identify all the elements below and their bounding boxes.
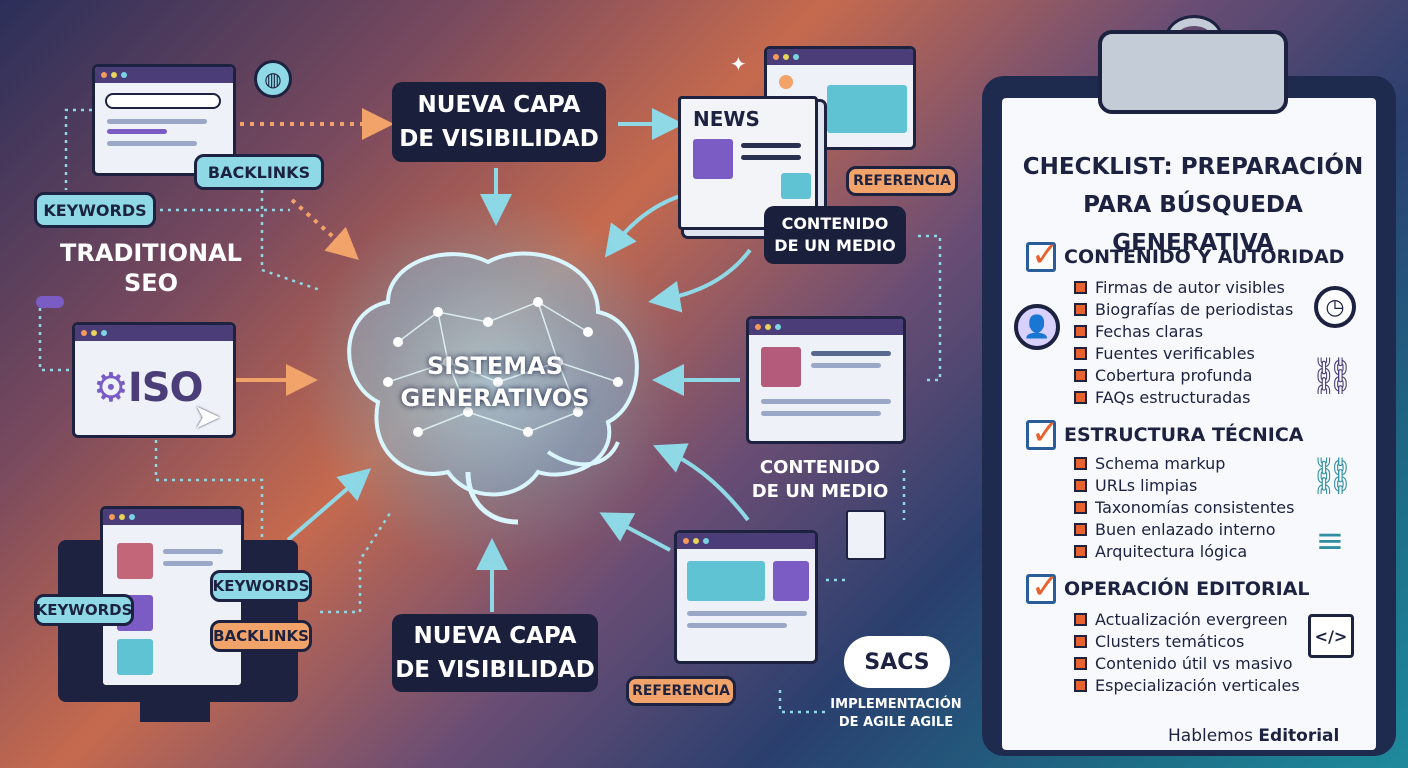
iso-text: ISO: [127, 365, 204, 411]
checklist-item[interactable]: URLs limpias: [1074, 476, 1197, 495]
section-heading-2: ESTRUCTURA TÉCNICA: [1026, 413, 1304, 453]
checklist-item-label: Buen enlazado interno: [1095, 520, 1276, 539]
nueva-capa-bottom: NUEVA CAPA DE VISIBILIDAD: [392, 614, 598, 692]
checklist-item-label: URLs limpias: [1095, 476, 1198, 495]
brand-footer: Hablemos Editorial: [1168, 726, 1339, 746]
checklist-item[interactable]: Firmas de autor visibles: [1074, 278, 1285, 297]
checklist-item-label: Especialización verticales: [1095, 676, 1300, 695]
checklist-item-label: Clusters temáticos: [1095, 632, 1245, 651]
checklist-item[interactable]: Buen enlazado interno: [1074, 520, 1276, 539]
news-heading: NEWS: [693, 107, 760, 131]
nueva-capa-bottom-text: NUEVA CAPA DE VISIBILIDAD: [395, 623, 595, 683]
brand-footer-light: Hablemos: [1168, 726, 1259, 746]
brand-footer-bold: Editorial: [1258, 726, 1340, 746]
layers-icon: ≡: [1315, 521, 1345, 561]
keywords-label-top: KEYWORDS: [34, 192, 156, 228]
referencia-label-bottom: REFERENCIA: [626, 676, 736, 706]
cursor-icon: ➤: [193, 397, 222, 437]
monitor-stand: [140, 700, 210, 722]
document-icon: [846, 510, 886, 560]
browser-window-bottom-right: [674, 530, 818, 664]
backlinks-label-bottom: BACKLINKS: [210, 620, 312, 652]
checklist-item-label: Fechas claras: [1095, 322, 1204, 341]
checklist-item[interactable]: Fuentes verificables: [1074, 344, 1255, 363]
sparkle-icon: ✦: [730, 52, 747, 76]
sacs-logo: SACS: [844, 636, 950, 688]
checklist-item[interactable]: Contenido útil vs masivo: [1074, 654, 1293, 673]
nueva-capa-top: NUEVA CAPA DE VISIBILIDAD: [392, 82, 606, 162]
search-bar: [105, 93, 221, 109]
browser-window-middle-right: [746, 316, 906, 444]
check-icon: [1026, 567, 1060, 607]
checklist-item-label: Actualización evergreen: [1095, 610, 1288, 629]
section-heading-3: OPERACIÓN EDITORIAL: [1026, 567, 1310, 607]
contenido-medio-box-text: CONTENIDO DE UN MEDIO: [774, 214, 896, 255]
nueva-capa-top-text: NUEVA CAPA DE VISIBILIDAD: [399, 92, 599, 152]
checklist-item-label: Firmas de autor visibles: [1095, 278, 1285, 297]
keywords-label-bottom-left: KEYWORDS: [34, 594, 134, 626]
checklist-item[interactable]: FAQs estructuradas: [1074, 388, 1250, 407]
check-icon: [1026, 235, 1060, 275]
brain-icon: [347, 251, 639, 525]
checklist-item-label: Cobertura profunda: [1095, 366, 1253, 385]
checklist-item[interactable]: Arquitectura lógica: [1074, 542, 1247, 561]
checklist-item-label: Contenido útil vs masivo: [1095, 654, 1293, 673]
browser-window-top-left: [92, 64, 236, 176]
traditional-seo-label: TRADITIONAL SEO: [60, 239, 242, 297]
checklist-item[interactable]: Taxonomías consistentes: [1074, 498, 1294, 517]
checklist-item-label: Taxonomías consistentes: [1095, 498, 1295, 517]
checklist-item[interactable]: Biografías de periodistas: [1074, 300, 1293, 319]
implementacion-text: IMPLEMENTACIÓN DE AGILE AGILE: [830, 697, 962, 730]
globe-icon: ◍: [254, 60, 292, 98]
chain-link-icon: ⛓: [1309, 456, 1355, 497]
center-title: SISTEMAS GENERATIVOS: [400, 352, 590, 412]
checklist-item[interactable]: Clusters temáticos: [1074, 632, 1244, 651]
contenido-medio-box: CONTENIDO DE UN MEDIO: [764, 206, 906, 264]
checklist-item[interactable]: Cobertura profunda: [1074, 366, 1252, 385]
clipboard-clamp: [1098, 30, 1288, 114]
checklist-item[interactable]: Fechas claras: [1074, 322, 1203, 341]
contenido-medio-text: CONTENIDO DE UN MEDIO: [751, 457, 889, 502]
browser-window-iso: ⚙ISO ➤: [72, 322, 236, 438]
checklist-item[interactable]: Especialización verticales: [1074, 676, 1300, 695]
section-heading-1: CONTENIDO Y AUTORIDAD: [1026, 235, 1345, 275]
checklist-item[interactable]: Schema markup: [1074, 454, 1225, 473]
chain-link-icon: ⛓: [1309, 356, 1355, 397]
checklist-title: CHECKLIST: PREPARACIÓN PARA BÚSQUEDA GEN…: [1022, 154, 1364, 256]
backlinks-label-top: BACKLINKS: [194, 154, 324, 190]
person-magnifier-icon: 👤: [1014, 304, 1060, 350]
code-icon: </>: [1308, 614, 1354, 658]
clock-icon: ◷: [1314, 286, 1356, 328]
link-pill-icon: [36, 296, 64, 308]
section-3-title: OPERACIÓN EDITORIAL: [1064, 578, 1310, 600]
section-2-title: ESTRUCTURA TÉCNICA: [1064, 424, 1304, 446]
referencia-label-top: REFERENCIA: [846, 166, 958, 196]
checklist-item-label: Schema markup: [1095, 454, 1226, 473]
gear-icon: ⚙: [93, 365, 129, 411]
checklist-item-label: FAQs estructuradas: [1095, 388, 1251, 407]
section-1-title: CONTENIDO Y AUTORIDAD: [1064, 246, 1345, 268]
check-icon: [1026, 413, 1060, 453]
keywords-label-bottom-right: KEYWORDS: [210, 570, 312, 602]
iso-logo: ⚙ISO: [93, 365, 204, 411]
checklist-item-label: Biografías de periodistas: [1095, 300, 1294, 319]
checklist-item-label: Arquitectura lógica: [1095, 542, 1248, 561]
sacs-text: SACS: [864, 649, 930, 675]
checklist-item[interactable]: Actualización evergreen: [1074, 610, 1288, 629]
checklist-item-label: Fuentes verificables: [1095, 344, 1255, 363]
